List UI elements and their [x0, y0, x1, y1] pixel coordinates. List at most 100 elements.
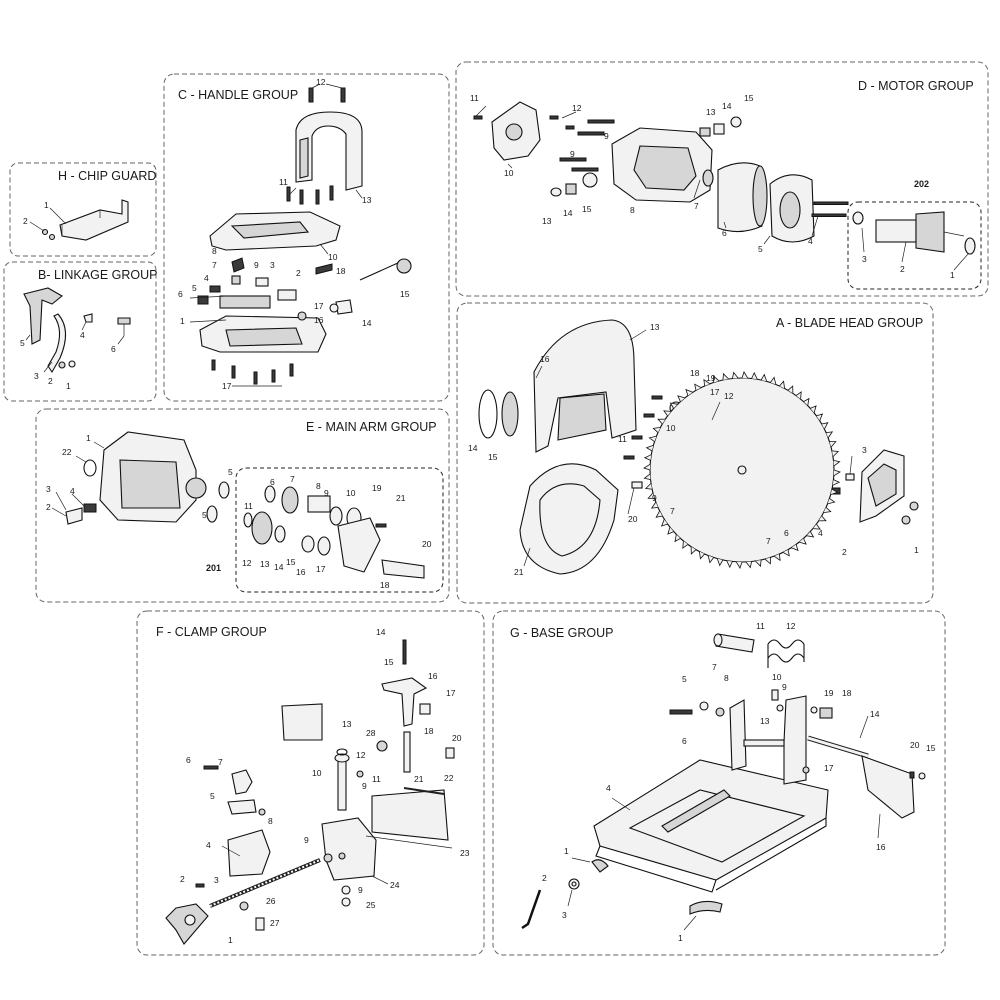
group-e-title: E - MAIN ARM GROUP	[306, 420, 437, 434]
callout: 14	[468, 443, 478, 453]
group-c-title: C - HANDLE GROUP	[178, 88, 298, 102]
callout: 16	[296, 567, 306, 577]
callout: 3	[862, 254, 867, 264]
motor-parts	[473, 101, 976, 271]
group-d-title: D - MOTOR GROUP	[858, 79, 974, 93]
callout: 1	[180, 316, 185, 326]
callout: 14	[274, 562, 284, 572]
callout: 5	[758, 244, 763, 254]
callout: 13	[706, 107, 716, 117]
callout: 9	[324, 488, 329, 498]
callout: 11	[244, 501, 253, 511]
group-a-title: A - BLADE HEAD GROUP	[776, 316, 923, 330]
callout: 20	[628, 514, 638, 524]
callout: 3	[46, 484, 51, 494]
callout: 28	[366, 728, 376, 738]
callout: 27	[270, 918, 280, 928]
group-g-title: G - BASE GROUP	[510, 626, 614, 640]
callout: 21	[514, 567, 524, 577]
callout: 3	[862, 445, 867, 455]
callout: 4	[70, 486, 75, 496]
callout: 13	[760, 716, 770, 726]
callout: 16	[540, 354, 550, 364]
blade-teeth	[643, 371, 841, 569]
callout: 18	[842, 688, 852, 698]
callout: 4	[80, 330, 85, 340]
callout: 2	[180, 874, 185, 884]
callout: 11	[756, 621, 765, 631]
blade-head-parts	[478, 319, 919, 575]
group-b-linkage: B- LINKAGE GROUP 5 4 6 3 2 1	[3, 261, 157, 402]
callout: 10	[772, 672, 782, 682]
callout: 11	[279, 177, 288, 187]
callout: 15	[582, 204, 592, 214]
callout: 7	[712, 662, 717, 672]
callout: 4	[204, 273, 209, 283]
blade-tooth-outline	[643, 371, 841, 569]
callout: 15	[744, 93, 754, 103]
callout: 10	[312, 768, 322, 778]
callout: 4	[808, 236, 813, 246]
base-parts	[521, 633, 926, 931]
callout: 13	[342, 719, 352, 729]
linkage-parts	[23, 287, 131, 374]
callout: 21	[414, 774, 424, 784]
callout: 7	[212, 260, 217, 270]
group-a-blade-head: A - BLADE HEAD GROUP	[456, 302, 934, 604]
callout: 10	[346, 488, 356, 498]
callout: 9	[358, 885, 363, 895]
group-h-frame	[9, 162, 157, 257]
callout: 17	[314, 301, 324, 311]
callout: 4	[818, 528, 823, 538]
callout: 7	[766, 536, 771, 546]
callout: 2	[296, 268, 301, 278]
callout: 26	[266, 896, 276, 906]
callout: 13	[650, 322, 660, 332]
callout: 19	[372, 483, 382, 493]
callout: 3	[562, 910, 567, 920]
callout: 13	[542, 216, 552, 226]
callout: 22	[444, 773, 454, 783]
callout: 10	[328, 252, 338, 262]
group-h-chip-guard: H - CHIP GUARD 1 2	[9, 162, 157, 257]
callout: 12	[242, 558, 252, 568]
callout: 17	[446, 688, 456, 698]
callout: 6	[722, 228, 727, 238]
callout: 18	[380, 580, 390, 590]
callout: 20	[452, 733, 462, 743]
callout: 20	[422, 539, 432, 549]
callout: 8	[268, 816, 273, 826]
callout: 7	[290, 474, 295, 484]
callout: 15	[926, 743, 936, 753]
callout: 5	[228, 467, 233, 477]
group-c-handle: C - HANDLE GROUP	[163, 73, 450, 402]
callout: 4	[206, 840, 211, 850]
callout: 11	[618, 434, 627, 444]
callout: 18	[690, 368, 700, 378]
callout: 18	[336, 266, 346, 276]
callout: 25	[366, 900, 376, 910]
callout: 1	[228, 935, 233, 945]
callout: 1	[950, 270, 955, 280]
callout: 9	[782, 682, 787, 692]
group-b-frame	[3, 261, 157, 402]
callout: 5	[682, 674, 687, 684]
callout: 5	[192, 283, 197, 293]
callout: 3	[214, 875, 219, 885]
callout: 18	[424, 726, 434, 736]
callout: 1	[44, 200, 49, 210]
group-f-frame	[136, 610, 485, 956]
callout: 14	[722, 101, 732, 111]
group-g-frame	[492, 610, 946, 956]
callout: 3	[34, 371, 39, 381]
callout: 7	[670, 506, 675, 516]
callout: 6	[784, 528, 789, 538]
callout: 22	[62, 447, 72, 457]
callout: 24	[390, 880, 400, 890]
callout: 11	[372, 774, 381, 784]
handle-parts	[189, 83, 412, 387]
callout: 12	[572, 103, 582, 113]
callout: 9	[652, 493, 657, 503]
callout: 16	[428, 671, 438, 681]
chip-guard-part	[29, 199, 129, 241]
